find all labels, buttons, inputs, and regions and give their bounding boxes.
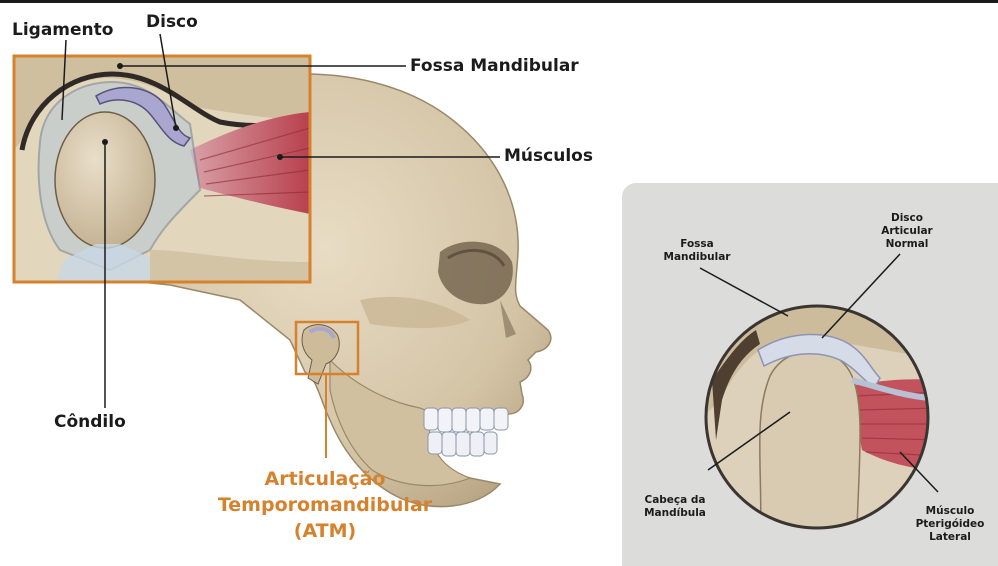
label-disco: Disco (146, 12, 198, 32)
musculo-line3: Lateral (908, 531, 992, 544)
atm-caption-line3: (ATM) (170, 518, 480, 544)
joint-closeup (700, 300, 940, 560)
lower-teeth (428, 432, 497, 456)
label-disco-articular-normal: Disco Articular Normal (872, 212, 942, 251)
atm-caption: Articulação Temporomandibular (ATM) (170, 466, 480, 544)
fossa-line2: Mandibular (652, 251, 742, 264)
musculo-line2: Pterigóideo (908, 518, 992, 531)
label-musculo-pterigoideo-lateral: Músculo Pterigóideo Lateral (908, 505, 992, 544)
disco-line1: Disco (872, 212, 942, 225)
zoom-detail (14, 56, 310, 282)
label-fossa-mandibular: Fossa Mandibular (410, 56, 579, 76)
fossa-line1: Fossa (652, 238, 742, 251)
label-fossa-mandibular-right: Fossa Mandibular (652, 238, 742, 264)
atm-caption-line2: Temporomandibular (170, 492, 480, 518)
disco-line2: Articular (872, 225, 942, 238)
atm-caption-line1: Articulação (170, 466, 480, 492)
cabeca-line2: Mandíbula (630, 507, 720, 520)
label-condilo: Côndilo (54, 412, 126, 432)
label-cabeca-da-mandibula: Cabeça da Mandíbula (630, 494, 720, 520)
label-musculos: Músculos (504, 146, 593, 166)
upper-teeth (424, 408, 508, 432)
disco-line3: Normal (872, 238, 942, 251)
leader-fossa-right (700, 268, 788, 316)
musculo-line1: Músculo (908, 505, 992, 518)
label-ligamento: Ligamento (12, 20, 113, 40)
cabeca-line1: Cabeça da (630, 494, 720, 507)
